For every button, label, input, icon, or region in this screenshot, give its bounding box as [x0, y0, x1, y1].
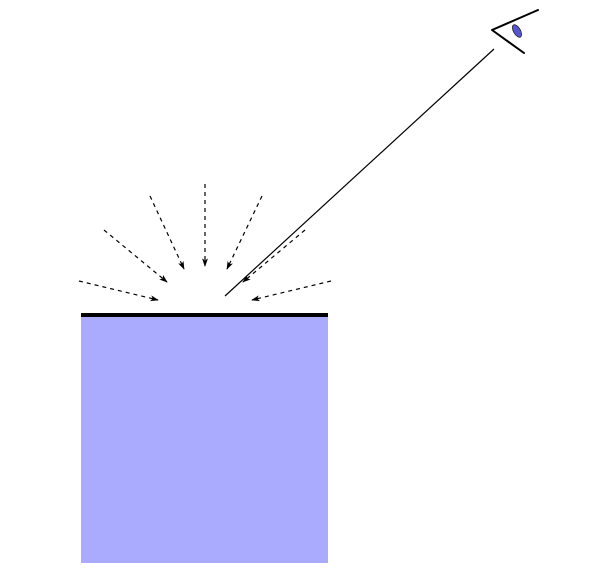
eye-icon [491, 9, 539, 54]
incoming-ray [78, 280, 159, 302]
incoming-ray [242, 229, 306, 283]
material-block [81, 315, 328, 563]
eye-pupil [512, 24, 522, 38]
incoming-rays [78, 184, 332, 302]
incoming-ray [251, 280, 332, 302]
view-ray [224, 48, 495, 297]
eye-outline [491, 9, 539, 54]
incoming-ray [103, 229, 168, 283]
incoming-ray [226, 195, 263, 270]
incoming-ray [149, 195, 185, 270]
